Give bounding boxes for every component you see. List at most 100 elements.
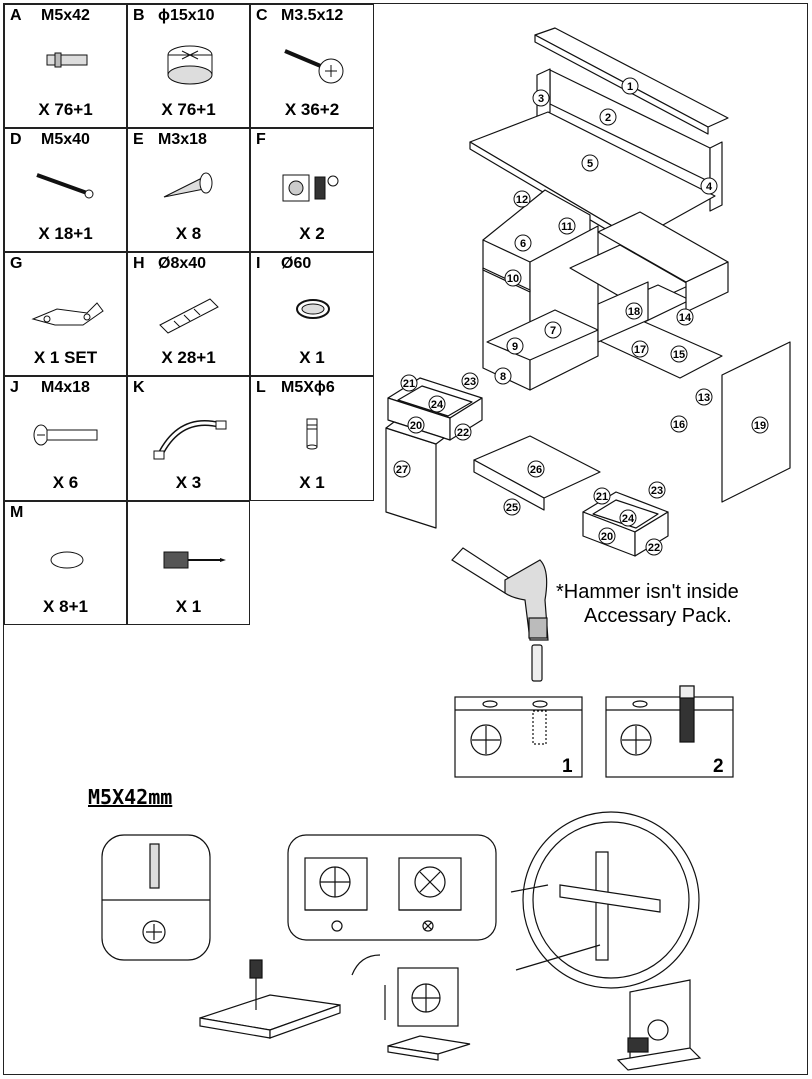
part-quantity: X 76+1 [161, 100, 216, 119]
callout-number: 8 [500, 371, 506, 383]
machine-screw-icon [33, 424, 97, 446]
callout-number: 19 [754, 420, 766, 432]
callout-number: 15 [673, 349, 685, 361]
step-panel-number-1: 1 [562, 756, 573, 777]
callout-number: 16 [673, 419, 685, 431]
part-letter: I [256, 255, 261, 272]
callout-circle [506, 337, 524, 355]
threaded-pin-icon [306, 418, 318, 450]
callout-circle [625, 302, 643, 320]
part-spec: M5x42 [41, 7, 90, 24]
callout-circle [645, 538, 663, 556]
callout-number: 4 [706, 181, 713, 193]
callout-circle [503, 498, 521, 516]
callout-circle [454, 423, 472, 441]
callout-circle [676, 308, 694, 326]
cam-lock-icon [167, 45, 212, 85]
part-spec: ϕ15x10 [158, 7, 215, 24]
wood-dowel-icon [158, 298, 219, 334]
callout-number: 11 [561, 221, 573, 233]
part-quantity: X 3 [175, 473, 202, 492]
callout-number: 6 [520, 238, 526, 250]
part-letter: M [10, 504, 24, 521]
callout-circle [400, 374, 418, 392]
callout-number: 22 [648, 542, 660, 554]
callout-number: 1 [627, 81, 633, 93]
callout-circle [598, 527, 616, 545]
wood-screw-icon [284, 49, 344, 84]
callout-circle [593, 487, 611, 505]
part-quantity: X 1 SET [33, 348, 98, 367]
part-letter: L [256, 379, 266, 396]
callout-circle [670, 345, 688, 363]
part-quantity: X 1 [299, 473, 325, 492]
callout-number: 26 [530, 464, 542, 476]
callout-number: 27 [396, 464, 408, 476]
callout-circle [621, 77, 639, 95]
part-quantity: X 76+1 [38, 100, 93, 119]
callout-circle [700, 177, 718, 195]
callout-circle [527, 460, 545, 478]
part-letter: H [133, 255, 145, 272]
part-cell-l: L M5Xϕ6 X 1 [250, 376, 374, 501]
part-quantity: X 8+1 [43, 597, 88, 616]
part-quantity: X 2 [299, 224, 325, 243]
part-letter: C [256, 7, 268, 24]
callout-circle [558, 217, 576, 235]
handle-icon [153, 420, 226, 460]
step-panel-number-2: 2 [713, 756, 724, 777]
part-letter: G [10, 255, 23, 272]
section-title: M5X42mm [88, 785, 173, 809]
callout-number: 7 [550, 325, 556, 337]
part-cell-a: A M5x42 X 76+1 [4, 4, 127, 128]
part-letter: D [10, 131, 22, 148]
grommet-icon [296, 299, 330, 319]
callout-circle [544, 321, 562, 339]
callout-number: 24 [622, 513, 635, 525]
part-spec: M3.5x12 [281, 7, 344, 24]
part-spec: M5Xϕ6 [281, 379, 335, 396]
callout-number: 21 [403, 378, 415, 390]
part-quantity: X 28+1 [161, 348, 216, 367]
lock-key-icon [282, 174, 339, 202]
callout-circle [428, 395, 446, 413]
callout-number: 22 [457, 427, 469, 439]
part-letter: E [133, 131, 144, 148]
part-cell-m: M X 8+1 [4, 501, 127, 625]
callout-number: 10 [507, 273, 519, 285]
callout-circle [648, 481, 666, 499]
callout-number: 23 [464, 376, 476, 388]
callout-number: 21 [596, 491, 608, 503]
part-letter: J [10, 379, 19, 396]
long-screw-icon [35, 173, 93, 199]
part-spec: M5x40 [41, 131, 90, 148]
callout-circle [494, 367, 512, 385]
part-letter: A [10, 7, 22, 24]
callout-circle [695, 388, 713, 406]
callout-circle [581, 154, 599, 172]
callout-circle [751, 416, 769, 434]
part-cell-tool: X 1 [127, 501, 250, 625]
callout-number: 20 [601, 531, 613, 543]
part-spec: M4x18 [41, 379, 90, 396]
callout-number: 17 [634, 344, 646, 356]
callout-circle [393, 460, 411, 478]
callout-circle [504, 269, 522, 287]
callout-number: 20 [410, 420, 422, 432]
hammer-note: *Hammer isn't inside Accessary Pack. [556, 580, 739, 628]
callout-circle [619, 509, 637, 527]
part-quantity: X 1 [175, 597, 202, 616]
hammer-note-line1: *Hammer isn't inside [556, 581, 739, 603]
short-screw-icon [163, 172, 212, 198]
